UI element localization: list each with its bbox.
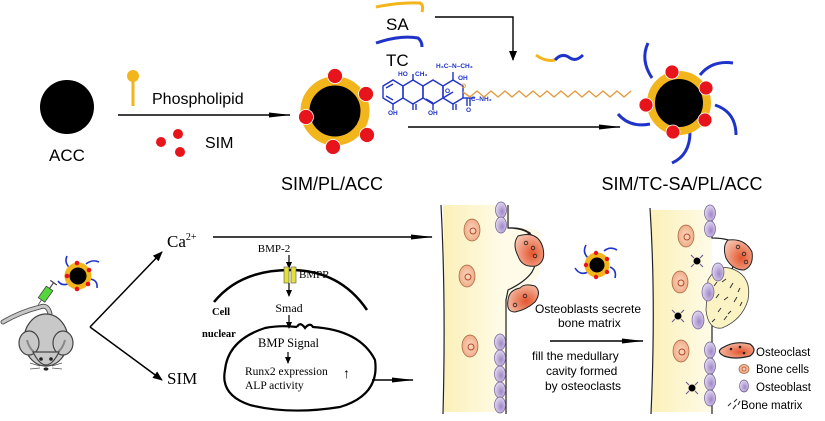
svg-text:OH: OH bbox=[458, 75, 468, 82]
svg-text:OH: OH bbox=[428, 110, 438, 117]
svg-text:O: O bbox=[445, 88, 450, 95]
bone-tissue-after bbox=[649, 204, 753, 415]
legend-bone-matrix-label: Bone matrix bbox=[741, 400, 803, 412]
svg-text:CH₃: CH₃ bbox=[415, 71, 427, 78]
bmp-signal-label: BMP Signal bbox=[258, 336, 320, 350]
bone-tissue-before bbox=[440, 201, 545, 415]
syringe-icon bbox=[37, 279, 58, 306]
legend-bone-cells-label: Bone cells bbox=[756, 364, 809, 376]
sim-pl-acc-label: SIM/PL/ACC bbox=[281, 174, 383, 194]
runx2-label: Runx2 expression bbox=[245, 366, 328, 378]
tc-sa-conjugate-icon bbox=[535, 53, 585, 62]
fill-medullary-text: fill the medullary bbox=[532, 349, 619, 363]
phospholipid-icon bbox=[127, 70, 139, 106]
alp-label: ALP activity bbox=[245, 380, 304, 392]
tetracycline-structure bbox=[382, 72, 475, 110]
osteoclasts bbox=[507, 234, 545, 313]
osteoclast-after bbox=[723, 239, 753, 271]
svg-text:O: O bbox=[466, 107, 471, 114]
acc-particle bbox=[40, 80, 94, 134]
bmpr-receptor-icon bbox=[283, 266, 297, 284]
tc-chain-icon bbox=[375, 35, 424, 48]
sim-release-arrow bbox=[89, 326, 163, 381]
nanoparticle-middle-icon bbox=[574, 244, 618, 280]
nanoparticle-small-icon bbox=[57, 255, 100, 292]
legend-item-osteoclast: Osteoclast bbox=[718, 342, 811, 359]
smad-label: Smad bbox=[275, 301, 302, 315]
cell-membrane bbox=[213, 268, 369, 311]
sim-bottom-label: SIM bbox=[167, 369, 197, 388]
sa-label: SA bbox=[386, 15, 409, 34]
legend: Osteoclast Bone cells Osteoblast Bone ma… bbox=[718, 342, 812, 412]
bone-cells bbox=[458, 218, 481, 358]
acc-label: ACC bbox=[49, 146, 85, 165]
ca-ion-label: Ca2+ bbox=[167, 232, 197, 251]
bmpr-label: BMPR bbox=[299, 269, 330, 281]
sim-label: SIM bbox=[205, 135, 233, 152]
tetracycline-labels: H₃C–N–CH₃ HO CH₃ OH O O C–NH₂ OH OH O bbox=[388, 63, 492, 117]
cell-label: Cell bbox=[212, 307, 230, 318]
tc-label: TC bbox=[386, 51, 409, 70]
stearic-acid-chain bbox=[462, 90, 632, 98]
ca-release-arrow bbox=[89, 251, 163, 328]
osteoblast-icon bbox=[739, 379, 749, 393]
bone-matrix-text: bone matrix bbox=[558, 316, 621, 330]
nucleus-outline bbox=[223, 323, 377, 412]
osteoclast-icon bbox=[718, 342, 755, 359]
svg-text:O: O bbox=[461, 83, 466, 90]
legend-item-osteoblast: Osteoblast bbox=[739, 379, 812, 394]
by-osteoclasts-text: by osteoclasts bbox=[545, 379, 621, 393]
osteoblasts-secrete-text: Osteoblasts secrete bbox=[535, 302, 641, 316]
legend-osteoblast-label: Osteoblast bbox=[756, 382, 812, 394]
new-bone-matrix bbox=[705, 267, 750, 329]
sa-chain-icon bbox=[375, 1, 425, 13]
mouse-icon bbox=[0, 303, 74, 371]
upregulation-icon: ↑ bbox=[343, 367, 350, 382]
legend-osteoclast-label: Osteoclast bbox=[756, 347, 811, 359]
osteoblasts-after bbox=[691, 204, 725, 407]
sim-tc-sa-pl-acc-label: SIM/TC-SA/PL/ACC bbox=[601, 174, 762, 194]
bone-cell-icon bbox=[738, 364, 750, 374]
bmp2-label: BMP-2 bbox=[258, 243, 290, 255]
osteoblasts bbox=[494, 201, 507, 414]
legend-item-bone-cells: Bone cells bbox=[738, 364, 809, 376]
cavity-formed-text: cavity formed bbox=[546, 364, 617, 378]
nanoparticles-in-bone bbox=[671, 254, 704, 395]
svg-text:HO: HO bbox=[398, 71, 408, 78]
svg-text:H₃C–N–CH₃: H₃C–N–CH₃ bbox=[436, 63, 473, 70]
sim-drug-icon bbox=[156, 129, 185, 157]
bone-matrix-icon bbox=[727, 398, 741, 410]
svg-text:OH: OH bbox=[388, 110, 398, 117]
legend-item-bone-matrix: Bone matrix bbox=[727, 398, 803, 412]
nuclear-label: nuclear bbox=[202, 329, 236, 340]
conjugation-arrow bbox=[435, 16, 517, 61]
svg-text:C–NH₂: C–NH₂ bbox=[471, 96, 492, 103]
sim-pl-acc-particle bbox=[298, 68, 375, 155]
sim-tc-sa-pl-acc-particle bbox=[616, 42, 738, 165]
bone-cells-after bbox=[671, 224, 695, 363]
phospholipid-label: Phospholipid bbox=[152, 91, 244, 108]
